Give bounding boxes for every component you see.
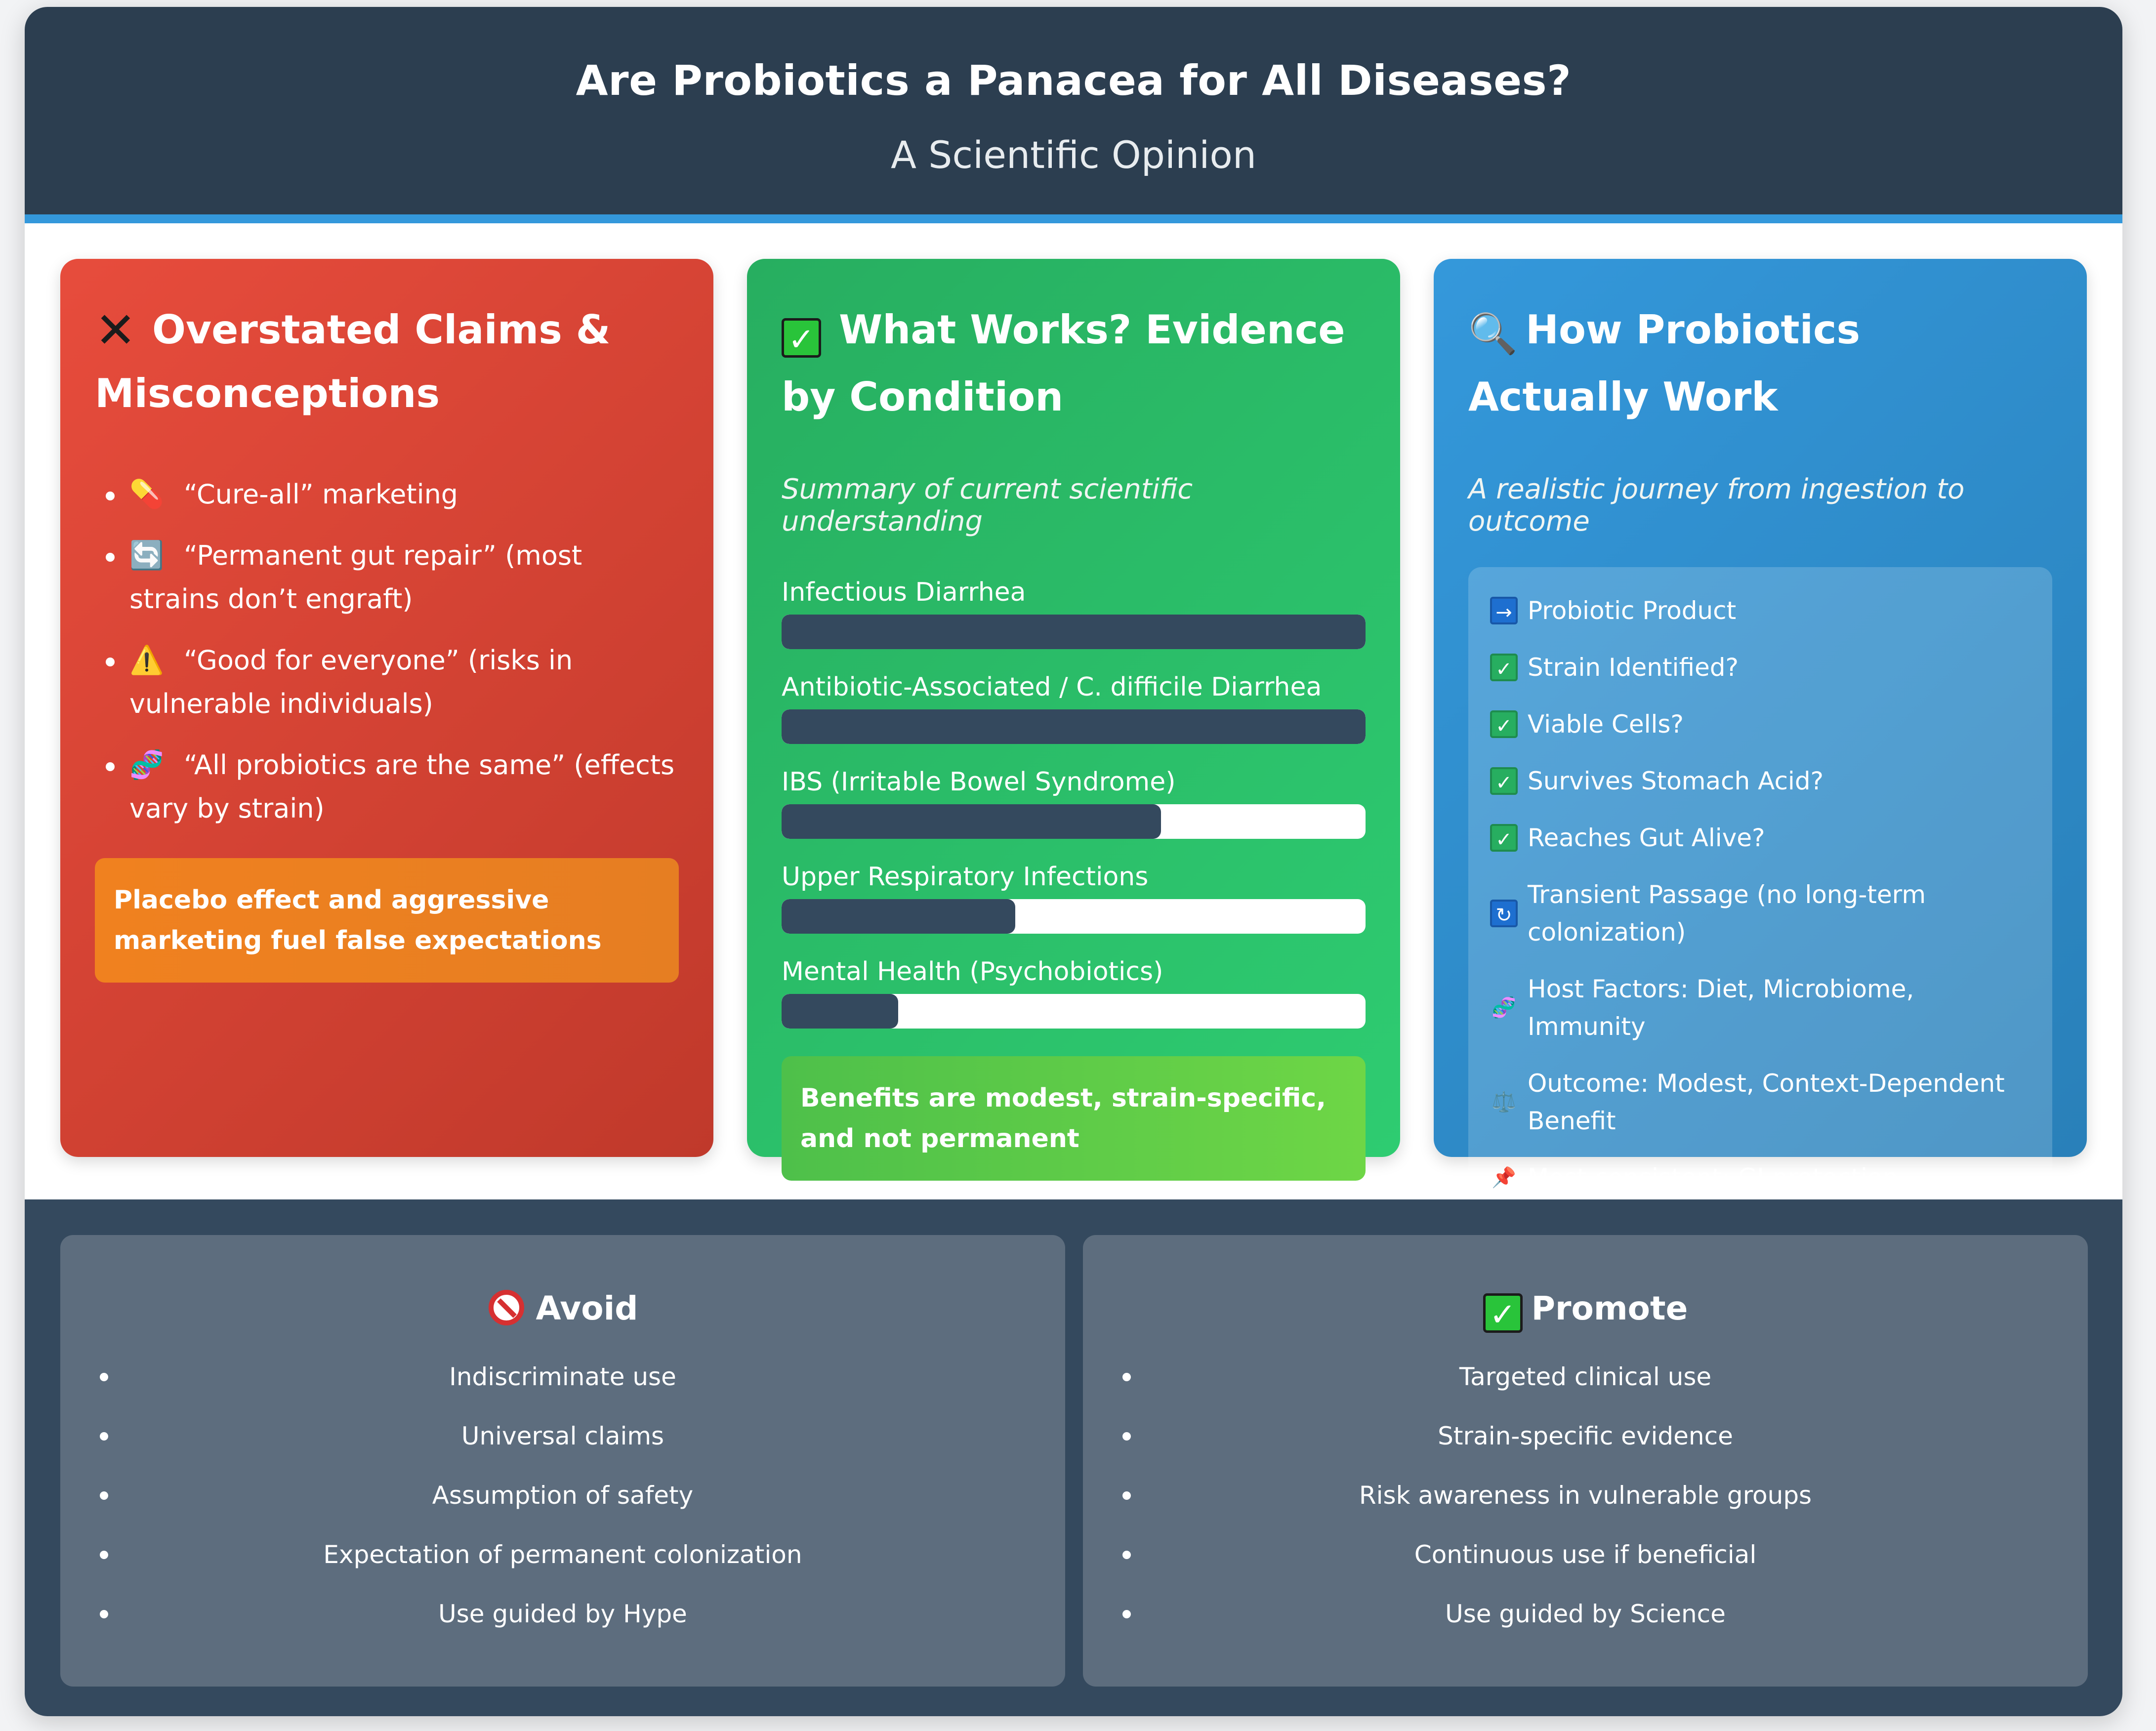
journey-step-text: Reaches Gut Alive? (1528, 824, 1765, 852)
journey-step-text: Outcome: Modest, Context-Dependent Benef… (1528, 1069, 2005, 1135)
avoid-item: Use guided by Hype (60, 1597, 1065, 1656)
bar-track (782, 615, 1366, 649)
pill-icon: 💊 (129, 478, 164, 510)
magnifier-icon: 🔍 (1468, 311, 1518, 357)
no-entry-icon (488, 1290, 524, 1325)
claim-text: “Good for everyone” (risks in vulnerable… (129, 645, 573, 719)
claim-text: “All probiotics are the same” (effects v… (129, 749, 675, 824)
journey-step: ↻ Transient Passage (no long-term coloniz… (1490, 876, 2031, 951)
journey-steps: → Probiotic Product ✓ Strain Identified? ✓ Vi… (1468, 567, 2052, 1231)
journey-step: ✓ Viable Cells? (1490, 705, 2031, 743)
claims-callout: Placebo effect and aggressive marketing … (95, 858, 679, 983)
journey-step: ✓ Survives Stomach Acid? (1490, 762, 2031, 800)
bar-track (782, 804, 1366, 839)
page-title: Are Probiotics a Panacea for All Disease… (576, 56, 1572, 105)
warning-icon: ⚠️ (129, 644, 164, 676)
claim-item: ⚠️“Good for everyone” (risks in vulnerab… (95, 639, 679, 726)
promote-item: Strain-specific evidence (1083, 1419, 2088, 1478)
claims-card-title: ✕Overstated Claims & Misconceptions (95, 298, 679, 425)
check-box-icon: ✓ (1483, 1293, 1523, 1333)
bar-label: IBS (Irritable Bowel Syndrome) (782, 767, 1176, 797)
journey-card-subtitle: A realistic journey from ingestion to ou… (1468, 473, 1965, 537)
bar-fill (782, 709, 1366, 744)
bar-label: Infectious Diarrhea (782, 577, 1026, 607)
bar-fill (782, 994, 899, 1029)
journey-step-text: Host Factors: Diet, Microbiome, Immunity (1528, 975, 1914, 1041)
claim-item: 🔄“Permanent gut repair” (most strains do… (95, 534, 679, 621)
journey-step-text: Most consistent: GI protection (1528, 1163, 1899, 1192)
header-banner: Are Probiotics a Panacea for All Disease… (25, 7, 2122, 223)
avoid-item: Expectation of permanent colonization (60, 1537, 1065, 1597)
evidence-card: ✓What Works? Evidence by Condition Summa… (747, 259, 1400, 1181)
check-box-icon: ✓ (782, 318, 821, 358)
journey-step-text: Strain Identified? (1528, 653, 1739, 682)
journey-step-text: Probiotic Product (1528, 596, 1737, 625)
dna-icon: 🧬 (1492, 996, 1516, 1019)
pushpin-icon: 📌 (1492, 1166, 1516, 1189)
avoid-item: Assumption of safety (60, 1478, 1065, 1537)
check-icon: ✓ (1490, 710, 1518, 738)
claim-text: “Permanent gut repair” (most strains don… (129, 540, 582, 615)
bar-fill (782, 804, 1161, 839)
bar-label: Mental Health (Psychobiotics) (782, 957, 1163, 987)
evidence-card-title: ✓What Works? Evidence by Condition (782, 307, 1345, 420)
journey-card-title: 🔍How Probiotics Actually Work (1468, 298, 2052, 429)
promote-item: Use guided by Science (1083, 1597, 2088, 1656)
promote-title: ✓Promote (1083, 1289, 2088, 1333)
journey-step-text: Survives Stomach Acid? (1528, 767, 1824, 795)
check-icon: ✓ (1490, 767, 1518, 795)
promote-item: Targeted clinical use (1083, 1360, 2088, 1419)
bar-label: Antibiotic-Associated / C. difficile Dia… (782, 672, 1322, 702)
cycle-arrows-icon: ↻ (1490, 900, 1518, 927)
journey-step-text: Viable Cells? (1528, 710, 1684, 739)
journey-step: ✓ Strain Identified? (1490, 649, 2031, 686)
journey-card: 🔍How Probiotics Actually Work A realisti… (1434, 259, 2087, 1231)
claims-card: ✕Overstated Claims & Misconceptions 💊 “Cu… (60, 259, 713, 1157)
journey-step-text: Transient Passage (no long-term coloniza… (1528, 880, 1926, 947)
cross-mark-icon: ✕ (95, 301, 136, 359)
evidence-card-subtitle: Summary of current scientific understand… (782, 473, 1193, 537)
evidence-callout: Benefits are modest, strain-specific, an… (782, 1056, 1366, 1181)
journey-step: ⚖️ Outcome: Modest, Context-Dependent Ben… (1490, 1065, 2031, 1140)
dna-icon: 🧬 (129, 749, 164, 781)
bar-track (782, 899, 1366, 934)
claim-item: 💊 “Cure-all” marketing (95, 473, 679, 516)
bar-track (782, 994, 1366, 1029)
cycle-arrows-icon: 🔄 (129, 539, 164, 572)
check-icon: ✓ (1490, 824, 1518, 852)
journey-step: ✓ Reaches Gut Alive? (1490, 819, 2031, 857)
journey-step: → Probiotic Product (1490, 592, 2031, 629)
claims-list: 💊 “Cure-all” marketing 🔄“Permanent gut rep… (95, 473, 679, 830)
avoid-item: Universal claims (60, 1419, 1065, 1478)
bar-track (782, 709, 1366, 744)
check-icon: ✓ (1490, 654, 1518, 681)
promote-item: Risk awareness in vulnerable groups (1083, 1478, 2088, 1537)
infographic-page: Are Probiotics a Panacea for All Disease… (25, 7, 2122, 1716)
bar-fill (782, 899, 1015, 934)
journey-step: 📌 Most consistent: GI protection (1490, 1159, 2031, 1196)
journey-step: 🧬 Host Factors: Diet, Microbiome, Immunit… (1490, 970, 2031, 1045)
bar-label: Upper Respiratory Infections (782, 862, 1149, 892)
avoid-title: Avoid (60, 1289, 1065, 1330)
bar-fill (782, 615, 1366, 649)
arrow-right-icon: → (1490, 597, 1518, 624)
avoid-item: Indiscriminate use (60, 1360, 1065, 1419)
page-subtitle: A Scientific Opinion (890, 133, 1257, 177)
claim-item: 🧬“All probiotics are the same” (effects … (95, 743, 679, 830)
claim-text: “Cure-all” marketing (184, 479, 458, 510)
scales-icon: ⚖️ (1492, 1091, 1516, 1113)
promote-item: Continuous use if beneficial (1083, 1537, 2088, 1597)
